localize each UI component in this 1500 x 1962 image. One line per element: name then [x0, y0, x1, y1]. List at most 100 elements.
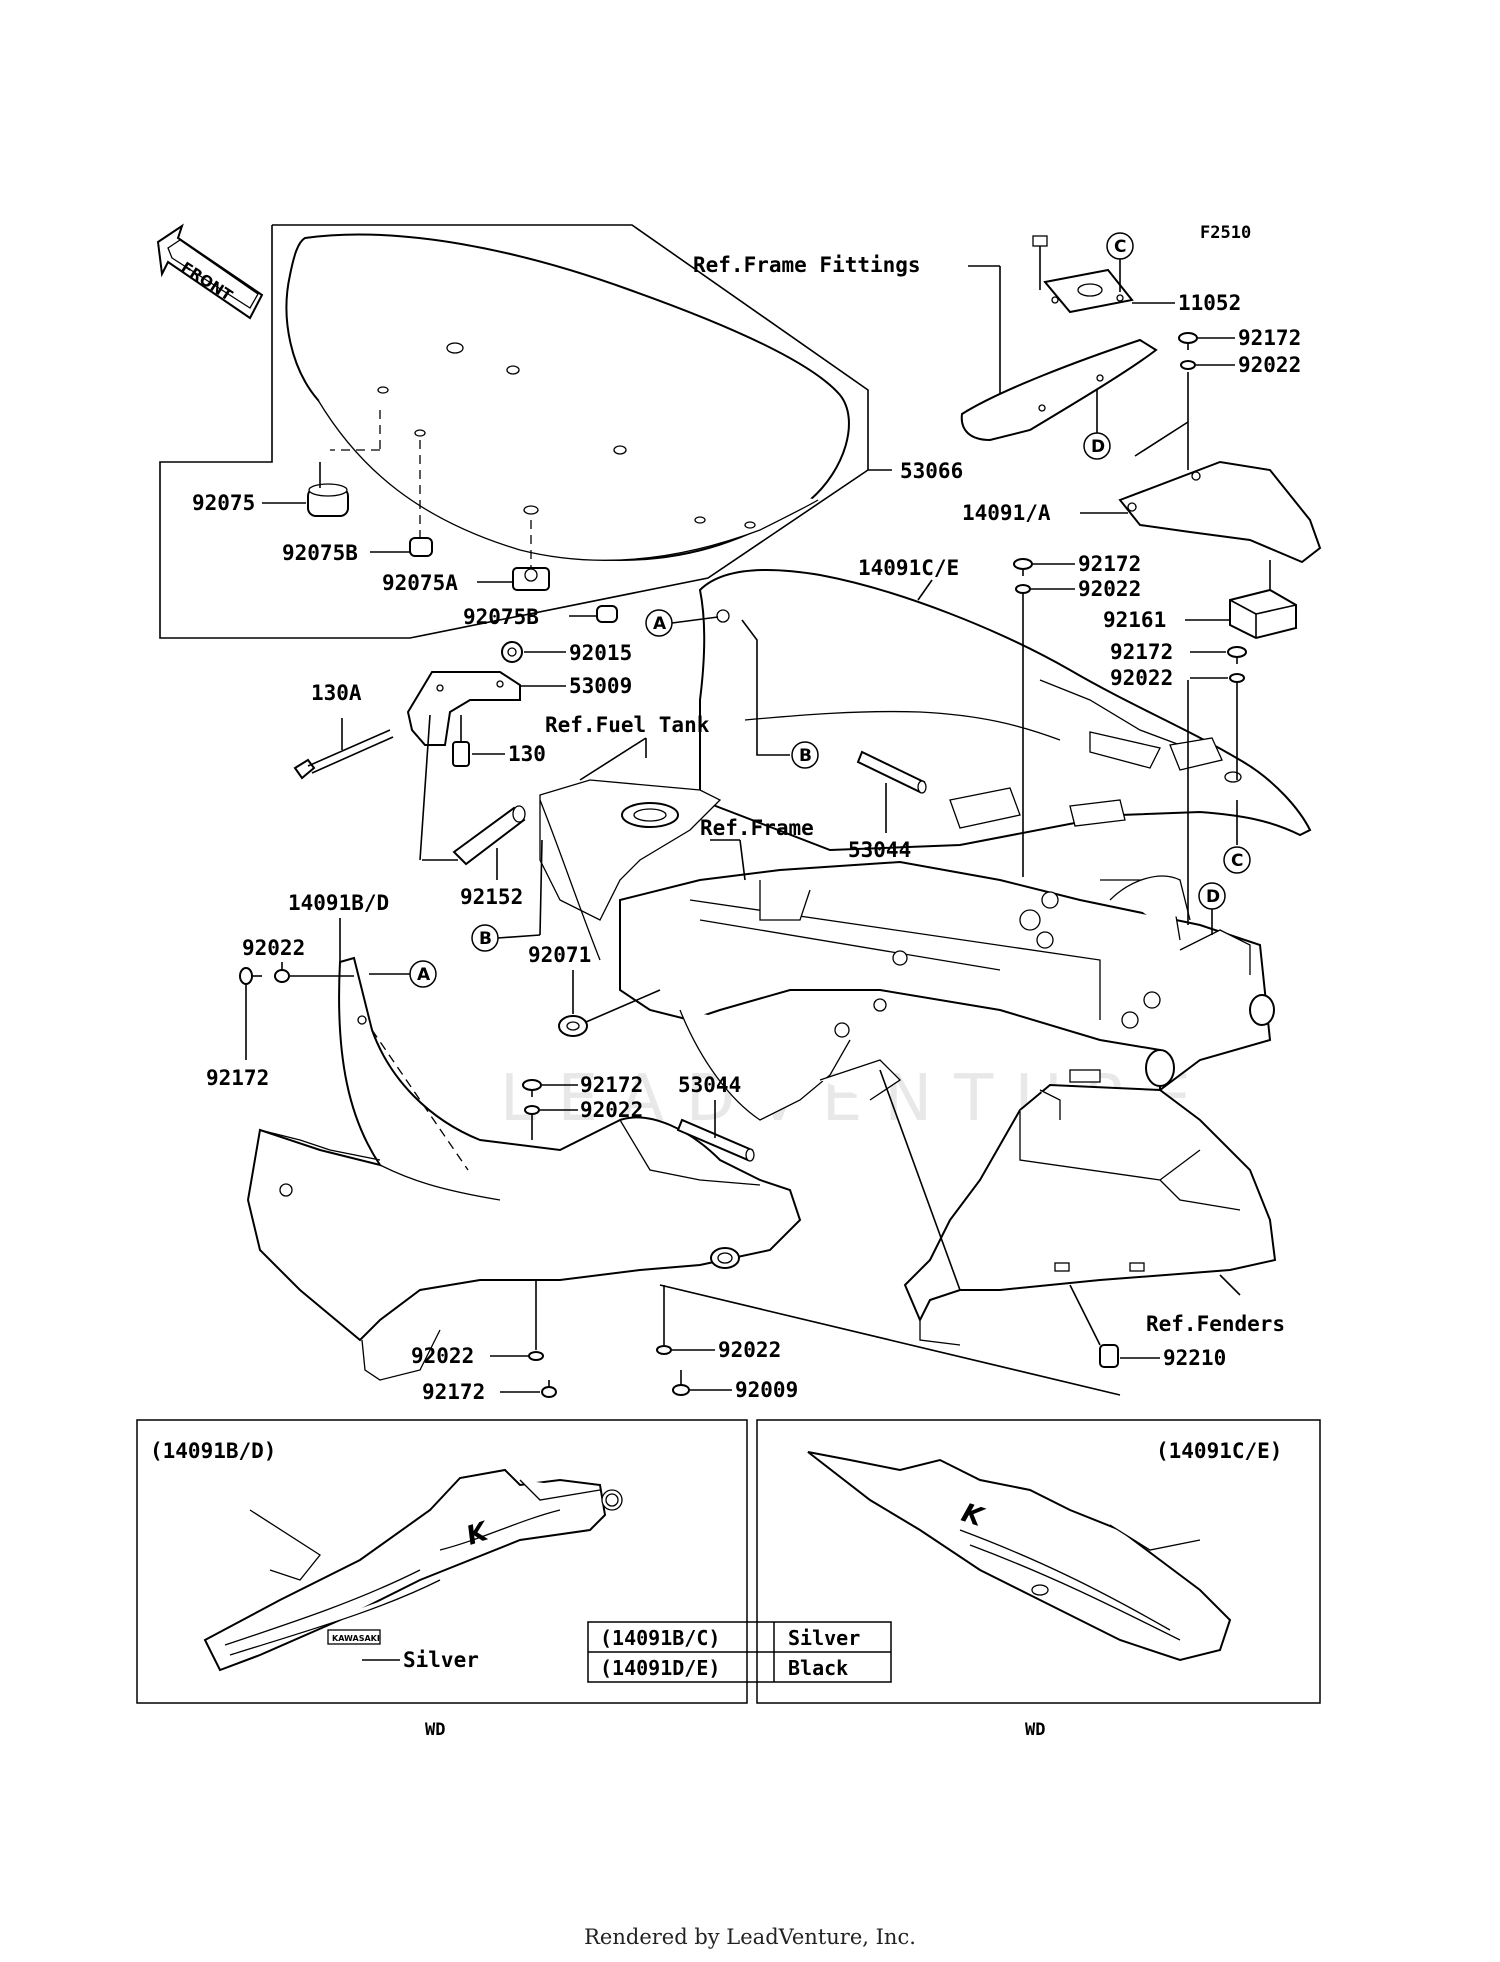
callout-a-left: A [417, 965, 431, 985]
frame-assembly [619, 860, 1275, 1121]
callout-d-top: D [1091, 437, 1105, 457]
screw-92172-f-icon [541, 1380, 557, 1398]
label-130a: 130A [311, 681, 362, 705]
label-ref-frame: Ref.Frame [700, 816, 814, 840]
washer-92022-e-icon [524, 1105, 540, 1115]
label-ref-fuel-tank: Ref.Fuel Tank [545, 713, 710, 737]
label-92071: 92071 [528, 943, 591, 967]
label-92022-a: 92022 [1238, 353, 1301, 377]
bracket-11052 [1043, 268, 1134, 314]
label-11052: 11052 [1178, 291, 1241, 315]
panel-right-title: (14091C/E) [1156, 1439, 1282, 1463]
callout-b-left: B [479, 929, 492, 949]
pad-92161-icon [1229, 588, 1297, 640]
callout-b-mid: B [799, 746, 812, 766]
washer-92022-b-icon [1015, 584, 1031, 594]
label-92075a: 92075A [382, 571, 458, 595]
washer-92022-c-icon [1229, 673, 1245, 683]
label-92075: 92075 [192, 491, 255, 515]
tube-92152-icon [452, 805, 526, 866]
seat-group-box [159, 224, 869, 639]
label-92015: 92015 [569, 641, 632, 665]
callout-c-right: C [1231, 851, 1243, 871]
label-92210: 92210 [1163, 1346, 1226, 1370]
label-ref-frame-fittings: Ref.Frame Fittings [693, 253, 921, 277]
screw-92172-a-icon [1178, 332, 1198, 350]
screw-92172-d-icon [239, 967, 262, 985]
washer-92022-f-icon [528, 1351, 544, 1361]
panel-left-title: (14091B/D) [150, 1439, 276, 1463]
label-92022-d: 92022 [242, 936, 305, 960]
panel-left-wd: WD [425, 1720, 445, 1740]
label-92022-b: 92022 [1078, 577, 1141, 601]
seat-bracket [960, 338, 1158, 442]
side-cover-14091c-e-graphic: K [807, 1451, 1232, 1662]
bolt-130-icon [452, 715, 470, 767]
table-row-2-parts: (14091D/E) [600, 1656, 720, 1680]
label-14091-a: 14091/A [962, 501, 1051, 525]
label-92172-a: 92172 [1238, 326, 1301, 350]
label-14091c-e: 14091C/E [858, 556, 959, 580]
callout-c-top: C [1114, 237, 1126, 257]
side-cover-14091c-e [698, 569, 1312, 852]
damper-92075b-2-icon [596, 605, 618, 623]
screw-92009-icon [672, 1370, 690, 1396]
panel-left-silver: Silver [403, 1648, 479, 1672]
label-92172-b: 92172 [1078, 552, 1141, 576]
seat-53066 [285, 233, 850, 562]
panel-left-badge: KAWASAKI [332, 1634, 380, 1643]
damper-92075a-icon [512, 567, 550, 591]
panel-right-wd: WD [1025, 1720, 1045, 1740]
washer-92022-d-icon [274, 969, 290, 983]
panel-14091b-d [136, 1419, 748, 1704]
label-92022-f: 92022 [411, 1344, 474, 1368]
callout-a-mid: A [653, 614, 667, 634]
label-92172-f: 92172 [422, 1380, 485, 1404]
tube-53044-b-icon [676, 1118, 755, 1162]
label-92161: 92161 [1103, 608, 1166, 632]
figure-code: F2510 [1200, 223, 1251, 243]
screw-92172-c-icon [1227, 646, 1247, 664]
label-53044-a: 53044 [848, 838, 911, 862]
tube-53044-a-icon [856, 750, 927, 794]
label-ref-fenders: Ref.Fenders [1146, 1312, 1285, 1336]
callout-d-right: D [1206, 887, 1220, 907]
panel-14091c-e [756, 1419, 1321, 1704]
color-table: (14091B/C) Silver (14091D/E) Black [587, 1621, 892, 1683]
nut-92210-icon [1099, 1344, 1119, 1368]
side-cover-14091b-d-graphic: K KAWASAKI [203, 1468, 623, 1672]
label-130: 130 [508, 742, 546, 766]
rear-fender [903, 1083, 1277, 1346]
footer-credit: Rendered by LeadVenture, Inc. [584, 1925, 916, 1949]
damper-92075b-icon [409, 537, 433, 557]
nut-92015-icon [501, 641, 523, 663]
label-92022-e: 92022 [580, 1098, 643, 1122]
grommet-92071-icon [558, 1015, 588, 1037]
label-53066: 53066 [900, 459, 963, 483]
table-row-1-parts: (14091B/C) [600, 1626, 720, 1650]
frame-bolt-icon [1032, 235, 1048, 290]
screw-92172-e-icon [522, 1079, 542, 1097]
table-row-1-color: Silver [788, 1626, 860, 1650]
label-92075b-1: 92075B [282, 541, 358, 565]
label-92075b-2: 92075B [463, 605, 539, 629]
damper-92075-icon [307, 483, 349, 517]
label-92172-e: 92172 [580, 1073, 643, 1097]
label-92009: 92009 [735, 1378, 798, 1402]
label-92022-c: 92022 [1110, 666, 1173, 690]
washer-92022-g-icon [656, 1345, 672, 1355]
table-row-2-color: Black [788, 1656, 848, 1680]
bolt-130a-icon [293, 729, 394, 780]
label-92172-c: 92172 [1110, 640, 1173, 664]
fuel-tank-area [539, 779, 722, 961]
label-53044-b: 53044 [678, 1073, 741, 1097]
label-92152: 92152 [460, 885, 523, 909]
front-arrow-icon: FRONT [156, 223, 264, 320]
washer-92022-a-icon [1180, 360, 1196, 370]
label-53009: 53009 [569, 674, 632, 698]
cover-14091-a [1118, 460, 1322, 564]
bracket-53009 [406, 671, 521, 746]
label-92172-d: 92172 [206, 1066, 269, 1090]
label-14091b-d: 14091B/D [288, 891, 389, 915]
